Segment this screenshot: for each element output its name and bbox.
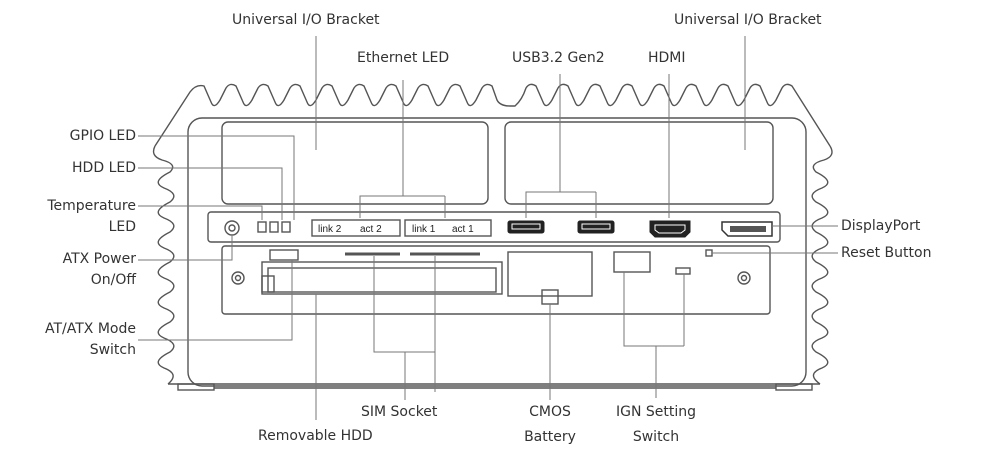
label-temperature-line2: LED bbox=[108, 219, 136, 235]
label-cmos-battery: CMOS Battery bbox=[512, 404, 588, 446]
label-atx-power: ATX Power On/Off bbox=[10, 251, 136, 289]
hdd-tray bbox=[261, 261, 503, 295]
led-gpio bbox=[281, 221, 291, 233]
foot-left bbox=[177, 383, 215, 391]
displayport-port bbox=[721, 221, 773, 237]
leader-atx-power bbox=[138, 236, 233, 261]
power-button bbox=[224, 220, 240, 236]
label-cmos-line2: Battery bbox=[524, 429, 576, 445]
screw-right bbox=[737, 271, 751, 285]
label-reset-button: Reset Button bbox=[841, 245, 932, 261]
label-ign-setting: IGN Setting Switch bbox=[600, 404, 712, 446]
eth-act2-text: act 2 bbox=[360, 224, 382, 235]
eth-led-box-1 bbox=[404, 219, 492, 237]
cmos-battery bbox=[507, 251, 593, 297]
leader-usb bbox=[525, 74, 561, 218]
eth-link2-text: link 2 bbox=[318, 224, 342, 235]
label-ign-line2: Switch bbox=[632, 429, 680, 445]
atx-switch bbox=[269, 249, 299, 261]
label-temperature-led: Temperature LED bbox=[10, 198, 136, 236]
label-atx-mode-line2: Switch bbox=[89, 342, 136, 358]
uio-bracket-left bbox=[221, 121, 489, 205]
eth-led-box-2 bbox=[311, 219, 401, 237]
label-cmos-line1: CMOS bbox=[529, 404, 571, 420]
label-atx-power-line2: On/Off bbox=[90, 272, 136, 288]
led-temperature bbox=[257, 221, 267, 233]
eth-link1-text: link 1 bbox=[412, 224, 436, 235]
label-atx-mode: AT/ATX Mode Switch bbox=[10, 321, 136, 359]
foot-right bbox=[775, 383, 813, 391]
ign-setting bbox=[613, 251, 651, 273]
heatsink-right-fins bbox=[811, 145, 833, 385]
leader-ethernet bbox=[359, 80, 404, 218]
label-atx-power-line1: ATX Power bbox=[62, 251, 136, 267]
label-uio-right: Universal I/O Bracket bbox=[674, 12, 822, 28]
label-ethernet-led: Ethernet LED bbox=[357, 50, 450, 66]
label-hdmi: HDMI bbox=[648, 50, 686, 66]
label-displayport: DisplayPort bbox=[841, 218, 921, 234]
leader-ign bbox=[623, 272, 657, 398]
eth-act1-text: act 1 bbox=[452, 224, 474, 235]
io-strip bbox=[207, 211, 781, 243]
label-ign-line1: IGN Setting bbox=[615, 404, 697, 420]
heatsink-left-fins bbox=[152, 145, 175, 385]
label-hdd-led: HDD LED bbox=[72, 160, 136, 176]
label-sim-socket: SIM Socket bbox=[361, 404, 438, 420]
chassis-inner bbox=[187, 117, 807, 387]
leader-hdd bbox=[138, 167, 283, 220]
usb-port-1 bbox=[507, 220, 545, 234]
usb-port-2 bbox=[577, 220, 615, 234]
hdmi-port bbox=[649, 220, 691, 238]
label-atx-mode-line1: AT/ATX Mode bbox=[45, 321, 136, 337]
label-usb: USB3.2 Gen2 bbox=[512, 50, 605, 66]
heatsink-top-fins bbox=[154, 83, 831, 147]
lower-panel bbox=[221, 245, 771, 315]
leader-gpio bbox=[138, 135, 295, 220]
label-temperature-line1: Temperature bbox=[47, 198, 136, 214]
leader-atx-mode bbox=[138, 260, 293, 341]
leader-temp bbox=[138, 205, 263, 220]
reset-button-drawing bbox=[705, 249, 713, 257]
led-hdd bbox=[269, 221, 279, 233]
screw-left bbox=[231, 271, 245, 285]
label-gpio-led: GPIO LED bbox=[69, 128, 136, 144]
label-removable-hdd: Removable HDD bbox=[258, 428, 373, 444]
label-uio-left: Universal I/O Bracket bbox=[232, 12, 380, 28]
uio-bracket-right bbox=[504, 121, 774, 205]
